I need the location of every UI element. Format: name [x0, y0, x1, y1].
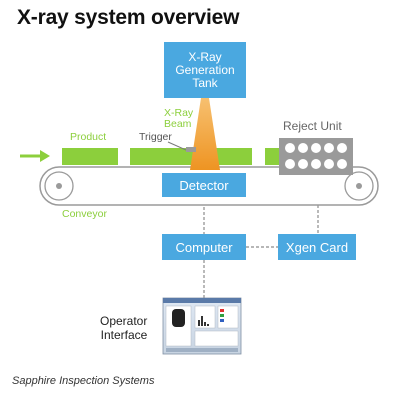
detector-box: Detector	[162, 173, 246, 197]
operator-label-line1: Operator	[100, 314, 148, 328]
footer-credit: Sapphire Inspection Systems	[12, 375, 155, 387]
product-item	[130, 148, 194, 165]
conveyor-label: Conveyor	[62, 208, 107, 220]
xgen-card-box: Xgen Card	[278, 234, 356, 260]
operator-interface-screen	[162, 297, 242, 355]
reject-unit-label: Reject Unit	[283, 119, 342, 133]
tank-label-line3: Tank	[192, 75, 218, 90]
xray-beam	[190, 98, 220, 170]
reject-unit	[279, 138, 353, 175]
product-item	[265, 148, 279, 165]
tank-label-line2: Generation	[175, 62, 235, 77]
operator-interface-label: Operator Interface	[100, 314, 147, 342]
product-item	[212, 148, 252, 165]
product-item	[62, 148, 118, 165]
xray-beam-label: X-Ray Beam	[164, 108, 193, 130]
tank-label-line1: X-Ray	[188, 49, 222, 64]
feed-arrow-icon	[20, 150, 50, 162]
diagram-title: X-ray system overview	[17, 6, 240, 29]
operator-label-line2: Interface	[100, 328, 148, 342]
product-label: Product	[70, 131, 107, 143]
xray-beam-label-line2: Beam	[164, 118, 192, 130]
xray-generation-tank: X-Ray Generation Tank	[164, 42, 246, 98]
trigger-label: Trigger	[139, 131, 172, 143]
computer-box: Computer	[162, 234, 246, 260]
xray-beam-label-line1: X-Ray	[164, 107, 194, 119]
trigger-sensor-icon	[167, 141, 196, 152]
